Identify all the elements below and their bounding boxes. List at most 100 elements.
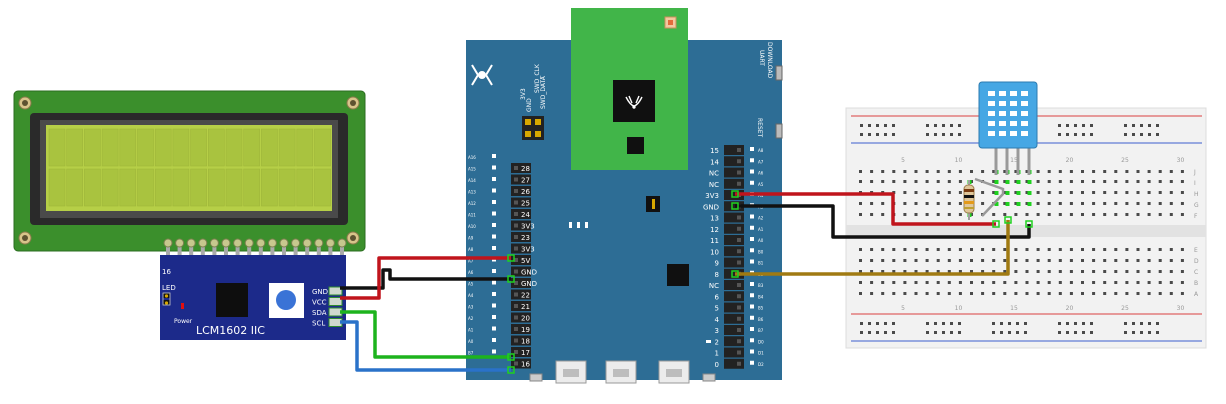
left-header-pin-label: 23 <box>521 234 530 242</box>
right-header-socket <box>724 347 744 358</box>
bb-hole-active <box>1027 180 1032 184</box>
left-pad <box>492 177 496 181</box>
bb-hole <box>1069 292 1073 295</box>
right-pad <box>750 304 754 309</box>
right-tiny-label: A8 <box>758 148 764 153</box>
right-header-socket <box>724 325 744 335</box>
bb-hole <box>1069 213 1073 216</box>
bb-hole <box>1014 170 1018 173</box>
right-pad <box>750 180 754 185</box>
bb-hole <box>925 292 929 295</box>
right-header-socket <box>724 246 744 257</box>
right-header-pin-label: 12 <box>710 226 719 234</box>
lcd-cell <box>84 168 101 207</box>
usb-port-3[interactable] <box>658 360 690 384</box>
bb-hole <box>958 281 962 284</box>
board-right-header: 1514NCNC3V3GND1312111098NC6543210A8A7A6A… <box>703 145 764 369</box>
rail-hole <box>1000 331 1003 334</box>
left-header-socket <box>511 301 531 311</box>
left-header-socket <box>511 197 531 208</box>
right-pad <box>750 225 754 230</box>
i2c-pin-label-scl: SCL <box>312 320 325 328</box>
bb-hole <box>1092 281 1096 284</box>
bb-hole <box>1036 281 1040 284</box>
left-tiny-label: A4 <box>468 293 474 298</box>
right-header-pin-label: 0 <box>715 361 719 369</box>
bb-hole <box>1036 213 1040 216</box>
usb-port-2[interactable] <box>605 360 637 384</box>
bb-hole <box>958 248 962 251</box>
bb-hole <box>1114 213 1118 216</box>
rail-hole <box>1124 124 1127 127</box>
rail-hole <box>1008 322 1011 325</box>
bb-hole <box>970 259 973 262</box>
bb-hole <box>925 202 929 205</box>
right-pad <box>750 349 754 354</box>
bb-hole <box>859 248 862 251</box>
bb-hole <box>992 292 996 295</box>
rail-hole <box>876 133 879 136</box>
bb-col-number-top: 20 <box>1066 157 1074 164</box>
bb-hole <box>1058 180 1062 183</box>
bb-hole <box>1125 170 1129 173</box>
lcd-cell <box>243 168 260 207</box>
rail-hole <box>1074 124 1077 127</box>
right-header-pin-label: 3 <box>715 327 719 335</box>
left-header-socket <box>511 266 531 277</box>
swd-label: SWD_CLK <box>534 63 541 93</box>
bb-hole <box>1103 191 1107 194</box>
left-header-hole <box>514 189 518 193</box>
rail-hole <box>958 331 961 334</box>
bb-hole <box>859 281 862 284</box>
led-label: LED <box>162 284 176 292</box>
bb-hole <box>947 281 951 284</box>
right-header-socket <box>724 280 744 290</box>
bb-hole <box>1103 170 1107 173</box>
bb-hole <box>1158 191 1162 194</box>
bb-hole <box>903 213 907 216</box>
rail-hole <box>876 124 879 127</box>
reset-button[interactable] <box>775 123 783 139</box>
bb-hole <box>1081 170 1084 173</box>
bb-hole <box>1081 180 1084 183</box>
rail-hole <box>1148 322 1151 325</box>
right-header-hole <box>737 249 741 254</box>
bb-row-letter: A <box>1194 291 1199 298</box>
bb-hole <box>1047 248 1051 251</box>
left-header-hole <box>514 212 518 216</box>
bb-hole <box>1036 202 1040 205</box>
rail-hole <box>926 133 929 136</box>
left-tiny-label: B7 <box>468 351 474 356</box>
bb-hole <box>970 270 973 273</box>
left-header-hole <box>514 200 518 205</box>
wire-gnd-lcd <box>340 268 511 290</box>
bb-hole <box>947 191 951 194</box>
chip-logo <box>625 95 643 109</box>
usb-port-1[interactable] <box>555 360 587 384</box>
bb-hole <box>1014 213 1018 216</box>
rail-hole <box>1074 331 1077 334</box>
swd-label: 3V3 <box>520 88 527 100</box>
right-header-hole <box>737 294 741 299</box>
bb-hole <box>1158 213 1162 216</box>
uart-switch[interactable] <box>775 65 783 81</box>
rail-hole <box>1090 124 1093 127</box>
lcd-cell <box>278 128 296 167</box>
left-header-hole <box>514 166 518 170</box>
right-header-socket <box>724 257 744 268</box>
dht11-sensor <box>963 81 1038 220</box>
left-tiny-label: A3 <box>468 305 474 310</box>
bb-hole <box>914 213 918 216</box>
lcd-cell <box>84 128 101 167</box>
rail-hole <box>860 133 863 136</box>
bb-col-number-bottom: 10 <box>955 305 963 312</box>
rail-hole <box>1090 322 1093 325</box>
left-header-pin-label: GND <box>521 269 537 277</box>
bb-hole <box>881 213 885 216</box>
bb-hole <box>925 259 929 262</box>
rail-hole <box>1124 322 1127 325</box>
right-pad <box>750 237 754 241</box>
bb-hole <box>1136 191 1140 194</box>
bb-hole-active <box>994 191 999 195</box>
